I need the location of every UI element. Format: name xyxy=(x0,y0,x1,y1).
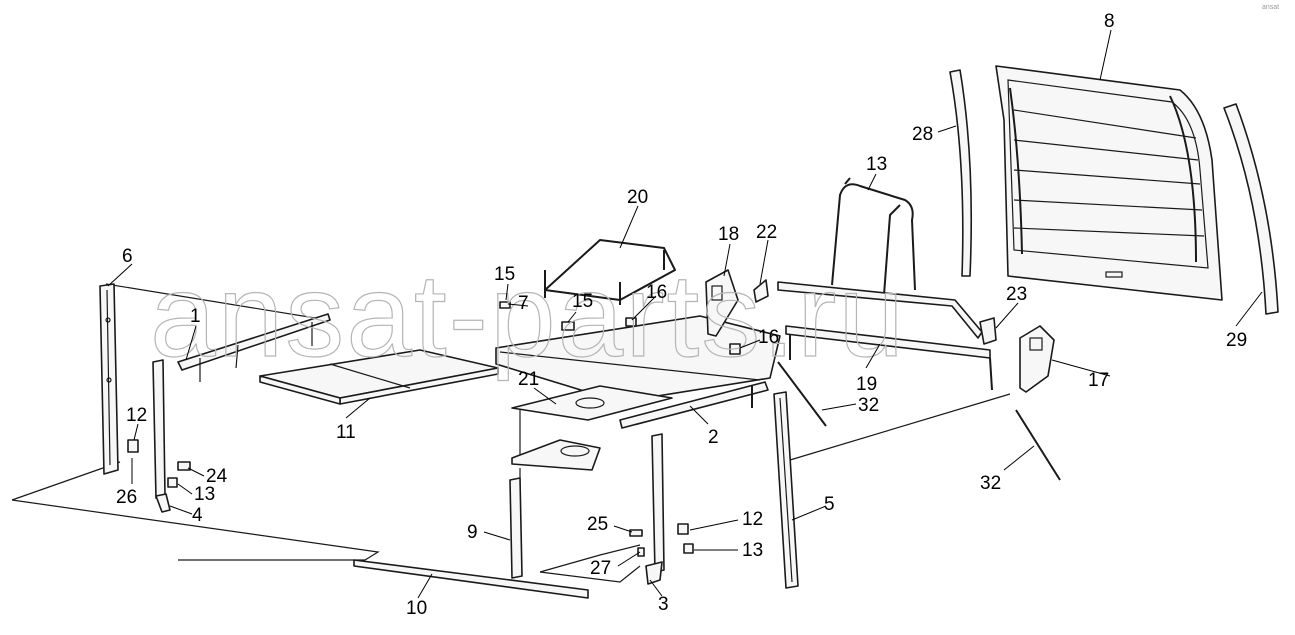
callout-4: 4 xyxy=(192,505,203,526)
part-30-side-strip xyxy=(949,69,973,277)
callout-3: 3 xyxy=(658,594,669,615)
part-19-bracket xyxy=(1019,325,1055,393)
callout-18: 16 xyxy=(646,282,667,303)
callout-6: 6 xyxy=(122,246,133,267)
watermark: ansat-parts.ru xyxy=(150,250,906,382)
callout-21: 19 xyxy=(856,374,877,395)
assembly-lines xyxy=(11,283,1011,583)
part-32-rods xyxy=(777,361,1061,481)
callout-25: 23 xyxy=(1006,284,1027,305)
callout-13-right: 13 xyxy=(742,540,763,561)
callout-31: 29 xyxy=(1226,330,1247,351)
part-5-right-post xyxy=(773,391,799,589)
callout-32-upper: 32 xyxy=(858,395,879,416)
callout-7: 7 xyxy=(518,293,529,314)
callout-2: 2 xyxy=(708,427,719,448)
part-14-roll-bar xyxy=(831,177,916,296)
callout-16: 16 xyxy=(758,327,779,348)
callout-10: 10 xyxy=(406,598,427,619)
part-24-clip xyxy=(753,279,769,303)
callout-5: 5 xyxy=(824,494,835,515)
callout-1: 1 xyxy=(190,306,201,327)
callout-23: 21 xyxy=(518,369,539,390)
part-10-bottom-rail xyxy=(353,559,589,599)
part-9-post xyxy=(509,477,523,579)
callout-17: 15 xyxy=(494,264,515,285)
callout-27: 25 xyxy=(587,514,608,535)
callout-30: 28 xyxy=(912,124,933,145)
part-11-floor-panel xyxy=(259,349,499,405)
part-1-top-rail xyxy=(177,313,331,382)
corner-mark: ansat xyxy=(1262,4,1279,11)
part-8-door-panel xyxy=(995,65,1223,301)
part-23-plates xyxy=(511,385,673,471)
callout-24: 22 xyxy=(756,222,777,243)
part-25-clip xyxy=(979,317,997,345)
callout-12-left: 12 xyxy=(126,405,147,426)
callout-20: 18 xyxy=(718,224,739,245)
callout-15: 15 xyxy=(572,291,593,312)
fasteners xyxy=(127,301,741,557)
part-2-main-frame xyxy=(495,315,781,429)
callout-28: 26 xyxy=(116,487,137,508)
callout-8: 8 xyxy=(1104,11,1115,32)
callout-12-right: 12 xyxy=(742,509,763,530)
part-21-cross-member xyxy=(777,281,993,391)
part-3-front-post xyxy=(645,433,665,585)
part-31-side-strip xyxy=(1223,103,1279,315)
callouts: 8 28 29 13 20 18 22 23 17 19 32 32 5 2 2… xyxy=(116,11,1247,619)
callout-19: 17 xyxy=(1088,370,1109,391)
callout-29: 27 xyxy=(590,558,611,579)
callout-32-lower: 32 xyxy=(980,473,1001,494)
callout-11: 11 xyxy=(336,422,356,443)
callout-14: 13 xyxy=(866,154,887,175)
callout-22: 20 xyxy=(627,187,648,208)
part-22-canopy-frame xyxy=(544,239,676,305)
callout-13-left: 13 xyxy=(194,484,215,505)
leader-lines xyxy=(107,29,1263,599)
part-6-left-post xyxy=(99,283,119,475)
callout-9: 9 xyxy=(467,522,478,543)
callout-26: 24 xyxy=(206,466,228,487)
part-4-left-front-post xyxy=(152,359,171,513)
